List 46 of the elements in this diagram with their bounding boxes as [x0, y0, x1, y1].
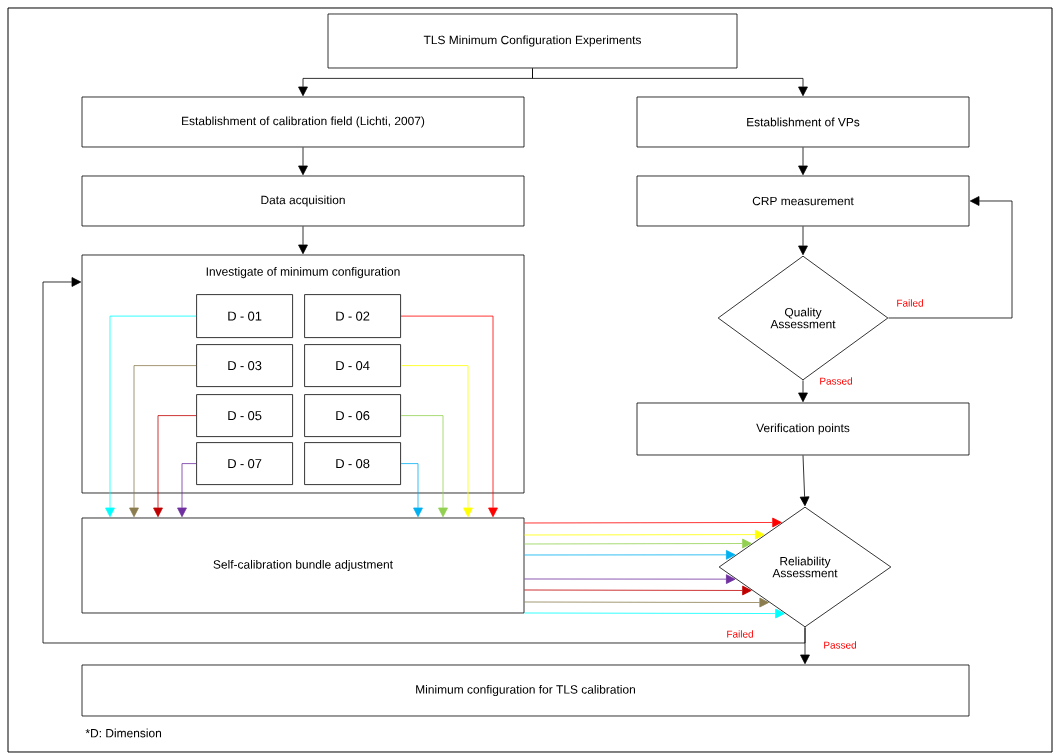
arrow — [798, 380, 808, 403]
arrow — [524, 529, 765, 540]
arrow — [400, 315, 498, 518]
edge-label: Failed — [725, 629, 755, 639]
arrow — [524, 608, 785, 619]
process-box: D - 01 — [196, 294, 293, 338]
process-box: Establishment of calibration field (Lichti, 2007) — [81, 96, 525, 148]
process-box: Self-calibration bundle adjustment — [81, 517, 525, 614]
process-box: D - 08 — [304, 442, 401, 485]
arrow — [153, 415, 197, 518]
process-box: Establishment of VPs — [636, 96, 970, 148]
arrow — [400, 463, 423, 518]
process-box: Minimum configuration for TLS calibration — [81, 664, 970, 717]
arrow — [400, 415, 448, 518]
arrow — [524, 550, 736, 560]
process-box: D - 04 — [304, 344, 401, 387]
edge-label: Passed — [822, 640, 858, 650]
arrow — [532, 68, 808, 97]
arrow — [129, 365, 197, 518]
process-box: D - 06 — [304, 394, 401, 437]
arrow — [298, 226, 308, 255]
process-box: D - 02 — [304, 294, 401, 338]
process-box: Data acquisition — [81, 175, 525, 227]
arrow — [524, 574, 736, 584]
arrow — [105, 315, 197, 518]
footnote: *D: Dimension — [85, 728, 161, 738]
edge-label: Failed — [895, 298, 925, 308]
arrow — [524, 517, 782, 528]
arrow — [400, 365, 473, 518]
process-box: Verification points — [636, 402, 970, 456]
arrow — [888, 196, 1013, 319]
process-box: TLS Minimum Configuration Experiments — [327, 13, 738, 69]
arrow — [42, 277, 806, 644]
arrow — [177, 463, 197, 518]
arrow — [800, 627, 810, 665]
arrow — [799, 455, 810, 507]
arrow — [524, 585, 752, 596]
arrow — [798, 147, 808, 176]
arrow — [524, 538, 752, 549]
arrow — [524, 597, 769, 608]
arrow — [798, 226, 808, 256]
process-box: D - 07 — [196, 442, 293, 485]
process-box: D - 05 — [196, 394, 293, 437]
process-box: CRP measurement — [636, 175, 970, 227]
arrow — [298, 147, 308, 176]
process-box: D - 03 — [196, 344, 293, 387]
